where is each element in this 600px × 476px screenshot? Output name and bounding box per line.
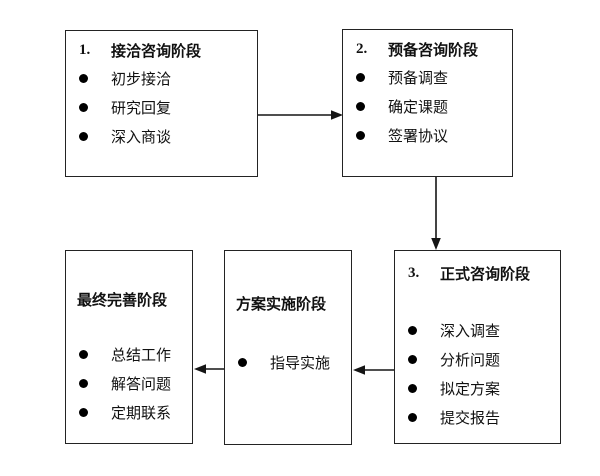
stage-2-number: 2. [356, 40, 368, 57]
bullet-icon [238, 358, 247, 367]
stage-2-title-row: 2. 预备咨询阶段 [343, 38, 512, 60]
bullet-icon [79, 379, 88, 388]
bullet-icon [408, 413, 417, 422]
list-item: 拟定方案 [395, 374, 560, 403]
item-label: 研究回复 [111, 101, 172, 117]
stage-3-title-row: 3. 正式咨询阶段 [395, 262, 560, 284]
stage-2-title: 预备咨询阶段 [388, 42, 479, 59]
stage-4-title: 方案实施阶段 [236, 296, 327, 313]
stage-box-2: 2. 预备咨询阶段 预备调查 确定课题 签署协议 [342, 29, 513, 177]
list-item: 深入调查 [395, 316, 560, 345]
bullet-icon [356, 102, 365, 111]
item-label: 签署协议 [388, 129, 449, 145]
list-item: 提交报告 [395, 403, 560, 432]
stage-2-items: 预备调查 确定课题 签署协议 [343, 63, 512, 150]
bullet-icon [408, 355, 417, 364]
arrow-stage1-to-stage2 [257, 110, 343, 120]
bullet-icon [408, 326, 417, 335]
bullet-icon [408, 384, 417, 393]
list-item: 分析问题 [395, 345, 560, 374]
item-label: 确定课题 [388, 100, 449, 116]
item-label: 提交报告 [440, 411, 501, 427]
item-label: 拟定方案 [440, 382, 501, 398]
stage-3-items: 深入调查 分析问题 拟定方案 提交报告 [395, 316, 560, 432]
list-item: 签署协议 [343, 121, 512, 150]
item-label: 定期联系 [111, 406, 172, 422]
bullet-icon [356, 131, 365, 140]
list-item: 预备调查 [343, 63, 512, 92]
item-label: 深入调查 [440, 324, 501, 340]
stage-1-items: 初步接洽 研究回复 深入商谈 [66, 64, 257, 151]
stage-box-4: 方案实施阶段 指导实施 [224, 250, 352, 445]
bullet-icon [79, 132, 88, 141]
stage-1-title-row: 1. 接洽咨询阶段 [66, 39, 257, 61]
stage-5-title-row: 最终完善阶段 [66, 288, 192, 310]
stage-1-title: 接洽咨询阶段 [111, 43, 202, 60]
arrow-stage2-to-stage3 [431, 177, 441, 250]
list-item: 总结工作 [66, 340, 192, 369]
bullet-icon [356, 73, 365, 82]
list-item: 确定课题 [343, 92, 512, 121]
list-item: 解答问题 [66, 369, 192, 398]
list-item: 深入商谈 [66, 122, 257, 151]
item-label: 预备调查 [388, 71, 449, 87]
bullet-icon [79, 350, 88, 359]
stage-4-title-row: 方案实施阶段 [225, 292, 351, 314]
arrow-stage3-to-stage4 [353, 365, 394, 375]
stage-box-1: 1. 接洽咨询阶段 初步接洽 研究回复 深入商谈 [65, 30, 258, 177]
item-label: 深入商谈 [111, 130, 172, 146]
bullet-icon [79, 74, 88, 83]
stage-3-title: 正式咨询阶段 [440, 266, 531, 283]
stage-5-title: 最终完善阶段 [77, 292, 168, 309]
list-item: 研究回复 [66, 93, 257, 122]
stage-box-5: 最终完善阶段 总结工作 解答问题 定期联系 [65, 250, 193, 444]
item-label: 解答问题 [111, 377, 172, 393]
stage-1-number: 1. [79, 41, 91, 58]
stage-box-3: 3. 正式咨询阶段 深入调查 分析问题 拟定方案 提交报告 [394, 250, 561, 444]
list-item: 指导实施 [225, 348, 351, 377]
bullet-icon [79, 408, 88, 417]
bullet-icon [79, 103, 88, 112]
stage-5-items: 总结工作 解答问题 定期联系 [66, 340, 192, 427]
list-item: 定期联系 [66, 398, 192, 427]
arrow-stage4-to-stage5 [194, 364, 224, 374]
item-label: 初步接洽 [111, 72, 172, 88]
list-item: 初步接洽 [66, 64, 257, 93]
item-label: 指导实施 [270, 356, 331, 372]
item-label: 分析问题 [440, 353, 501, 369]
stage-4-items: 指导实施 [225, 348, 351, 377]
item-label: 总结工作 [111, 348, 172, 364]
stage-3-number: 3. [408, 264, 420, 281]
